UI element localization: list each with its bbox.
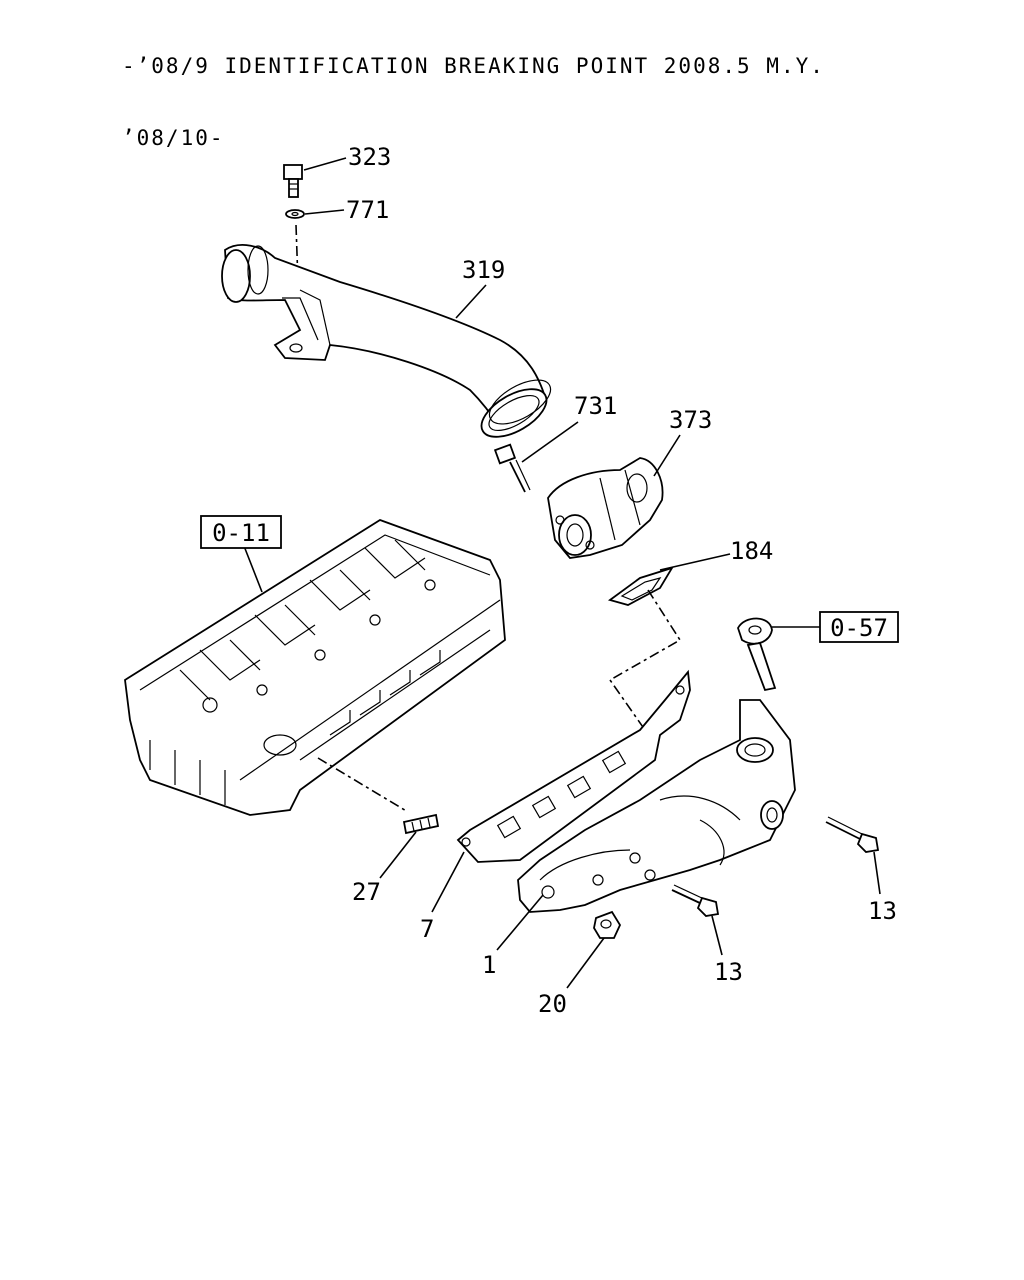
part-label-27[interactable]: 27 bbox=[352, 878, 381, 906]
part-label-1[interactable]: 1 bbox=[482, 951, 496, 979]
header-line-2: ’08/10- bbox=[122, 126, 225, 150]
gasket-184[interactable] bbox=[607, 566, 674, 606]
ref-label-0-11: 0-11 bbox=[212, 519, 270, 547]
leader-20 bbox=[566, 937, 605, 989]
leader-13-right bbox=[873, 851, 881, 895]
diagram-header: -’08/9 IDENTIFICATION BREAKING POINT 200… bbox=[122, 6, 825, 174]
part-label-319[interactable]: 319 bbox=[462, 256, 505, 284]
leader-7 bbox=[431, 851, 465, 913]
leader-771 bbox=[304, 209, 345, 215]
leader-011 bbox=[243, 545, 263, 593]
ref-box-0-11[interactable]: 0-11 bbox=[200, 515, 282, 549]
part-label-13-right[interactable]: 13 bbox=[868, 897, 897, 925]
connector-pipe bbox=[737, 617, 777, 692]
gasket-centerline bbox=[608, 589, 682, 731]
ref-box-0-57[interactable]: 0-57 bbox=[819, 611, 899, 643]
bolt-13-right[interactable] bbox=[825, 816, 880, 853]
bolt-13-lower[interactable] bbox=[671, 884, 720, 917]
stud-centerline bbox=[317, 757, 409, 813]
leader-13-lower bbox=[711, 915, 723, 956]
part-label-20[interactable]: 20 bbox=[538, 990, 567, 1018]
throttle-body-373[interactable] bbox=[547, 457, 664, 559]
ref-label-0-57: 0-57 bbox=[830, 614, 888, 642]
intake-pipe-319[interactable] bbox=[221, 244, 557, 447]
nut-20[interactable] bbox=[593, 910, 622, 939]
manifold-gasket-7[interactable] bbox=[456, 669, 691, 863]
part-label-13-lower[interactable]: 13 bbox=[714, 958, 743, 986]
leader-319 bbox=[455, 284, 487, 319]
leader-373 bbox=[653, 434, 681, 477]
part-label-771[interactable]: 771 bbox=[346, 196, 389, 224]
cylinder-head bbox=[124, 519, 506, 816]
part-label-731[interactable]: 731 bbox=[574, 392, 617, 420]
part-label-7[interactable]: 7 bbox=[420, 915, 434, 943]
bolt-323[interactable] bbox=[283, 164, 303, 198]
leader-27 bbox=[379, 831, 417, 879]
leader-731 bbox=[521, 421, 579, 463]
leader-323 bbox=[303, 157, 347, 171]
washer-771[interactable] bbox=[285, 209, 305, 219]
leader-1 bbox=[496, 894, 544, 951]
leader-184 bbox=[659, 553, 731, 571]
intake-manifold-1[interactable] bbox=[517, 699, 796, 913]
header-line-1: -’08/9 IDENTIFICATION BREAKING POINT 200… bbox=[122, 54, 825, 78]
part-label-373[interactable]: 373 bbox=[669, 406, 712, 434]
part-label-323[interactable]: 323 bbox=[348, 143, 391, 171]
part-label-184[interactable]: 184 bbox=[730, 537, 773, 565]
stud-27[interactable] bbox=[402, 813, 440, 835]
bolt-731[interactable] bbox=[493, 443, 531, 493]
